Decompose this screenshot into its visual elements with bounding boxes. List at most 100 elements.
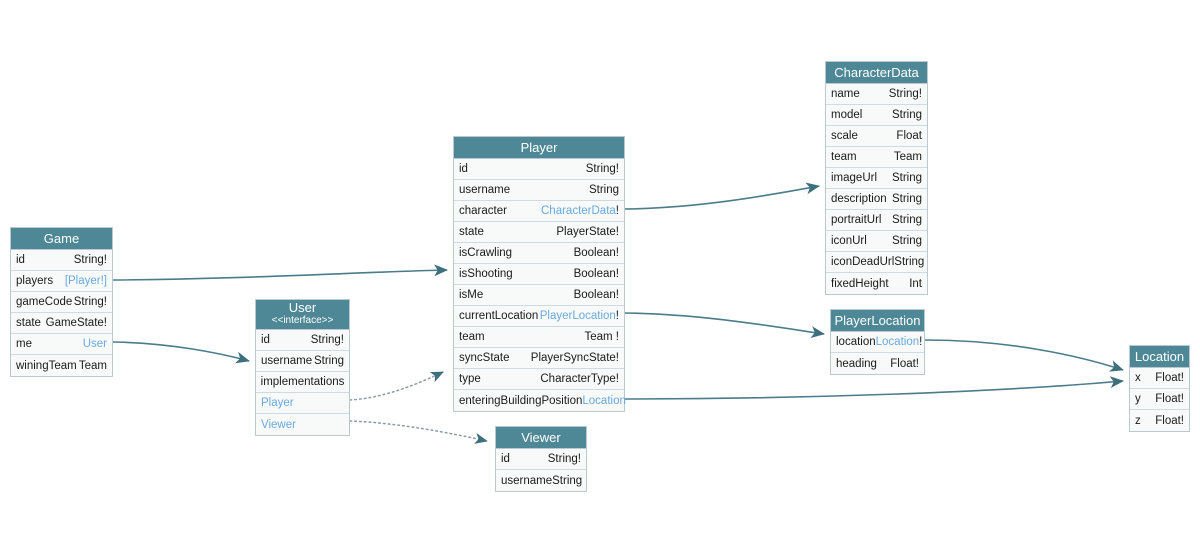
field-name: currentLocation [459, 310, 539, 322]
field-name: id [16, 254, 25, 266]
field-type: Boolean! [573, 247, 619, 259]
entity-stereotype: <<interface>> [271, 315, 334, 326]
field-row[interactable]: Player [256, 393, 349, 414]
field-type-reference[interactable]: PlayerLocation [539, 310, 616, 322]
field-type: String [552, 474, 583, 487]
field-name: heading [836, 357, 877, 370]
field-type: Float [896, 130, 922, 142]
field-type-reference[interactable]: CharacterData [541, 205, 616, 217]
field-type-reference[interactable]: [Player!] [64, 275, 107, 287]
field-type-reference[interactable]: Location [875, 336, 920, 348]
field-type: Int [909, 277, 922, 290]
field-type: String [313, 355, 344, 367]
field-name: players [16, 275, 54, 287]
field-name: model [831, 109, 863, 121]
field-type-reference[interactable]: Location [582, 394, 626, 407]
field-name: character [459, 205, 507, 217]
field-name: name [831, 88, 860, 100]
entity-header-location: Location [1130, 346, 1189, 368]
field-type: Float! [1155, 372, 1184, 384]
field-name: id [501, 453, 510, 465]
field-type-nonnull: ! [919, 336, 923, 348]
field-name: scale [831, 130, 858, 142]
field-row[interactable]: fixedHeight Int [826, 273, 927, 294]
field-type: String [891, 172, 922, 184]
field-row[interactable]: players [Player!] [11, 271, 112, 292]
field-name: Player [261, 397, 294, 409]
field-type: String [588, 184, 619, 196]
entity-header-user: User<<interface>> [256, 300, 349, 330]
field-row[interactable]: scale Float [826, 126, 927, 147]
field-name: z [1135, 414, 1141, 427]
field-type: String [891, 235, 922, 247]
field-row[interactable]: implementations [256, 372, 349, 393]
field-name: implementations [260, 376, 345, 388]
entity-header-viewer: Viewer [496, 427, 586, 449]
field-row[interactable]: name String! [826, 84, 927, 105]
field-name: isCrawling [459, 247, 513, 259]
field-type: GameState! [45, 317, 107, 329]
field-type: Float! [1155, 393, 1184, 405]
field-type: PlayerLocation! [540, 310, 619, 322]
field-name: id [261, 334, 270, 346]
field-type: User [83, 338, 107, 350]
field-type: Team [893, 151, 922, 163]
field-type: String! [888, 88, 922, 100]
field-name: isMe [459, 289, 484, 301]
field-type-reference[interactable]: User [82, 338, 107, 350]
field-type: Location [582, 395, 625, 407]
field-name: username [459, 184, 511, 196]
field-type: String [894, 256, 925, 268]
field-name: team [459, 331, 485, 343]
field-row[interactable]: isCrawling Boolean! [454, 243, 624, 264]
field-row[interactable]: username String [454, 180, 624, 201]
field-type: Location! [876, 336, 923, 348]
field-name: iconDeadUrl [831, 256, 895, 268]
field-type: Boolean! [573, 268, 619, 280]
entity-title: User [288, 300, 317, 315]
field-row[interactable]: Viewer [256, 414, 349, 435]
field-name: description [831, 193, 887, 205]
field-name: fixedHeight [831, 277, 889, 290]
edge-playerlocation-location-to-location [924, 339, 1124, 372]
